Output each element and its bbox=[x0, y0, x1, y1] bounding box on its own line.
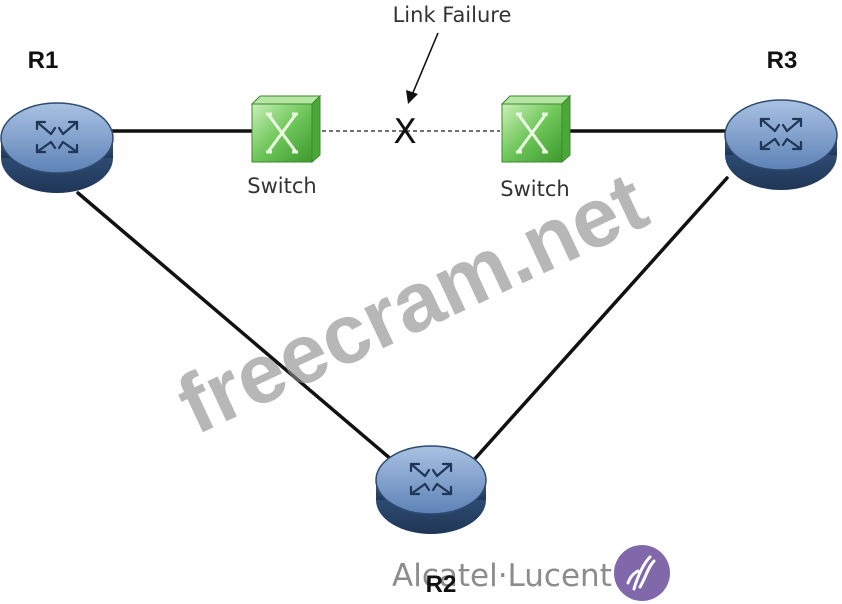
watermark-text: freecram.net bbox=[164, 154, 661, 452]
router-r3-label: R3 bbox=[767, 47, 798, 74]
alcatel-lucent-logo-icon bbox=[614, 545, 670, 601]
brand-name: Alcatel·Lucent bbox=[392, 558, 612, 594]
router-r2-icon[interactable] bbox=[375, 445, 487, 534]
router-r2-label: R2 bbox=[426, 571, 457, 598]
link-failure-arrow-icon bbox=[406, 32, 439, 104]
link-r3-r2 bbox=[470, 176, 729, 464]
switch-right-label: Switch bbox=[500, 177, 569, 201]
router-r1-label: R1 bbox=[28, 47, 59, 74]
switch-right-icon[interactable] bbox=[500, 94, 572, 164]
switch-left-label: Switch bbox=[247, 174, 316, 198]
link-failure-x-marker: X bbox=[393, 112, 416, 152]
router-r1-icon[interactable] bbox=[0, 102, 114, 193]
router-r3-icon[interactable] bbox=[724, 99, 838, 190]
switch-left-icon[interactable] bbox=[250, 94, 322, 164]
links bbox=[76, 129, 737, 464]
link-failure-label: Link Failure bbox=[393, 3, 512, 27]
link-r1-r2 bbox=[76, 191, 394, 462]
